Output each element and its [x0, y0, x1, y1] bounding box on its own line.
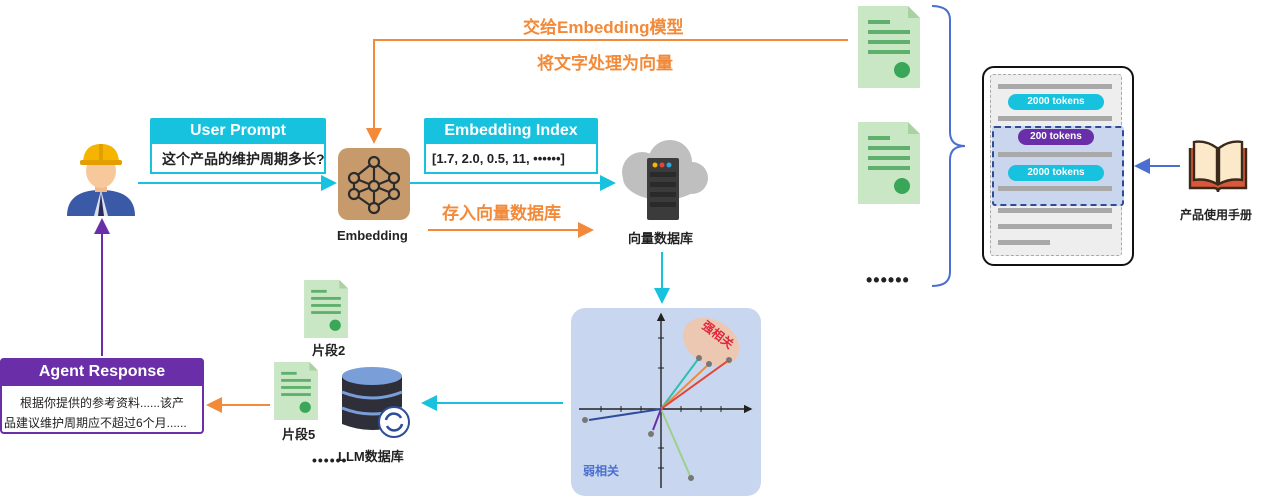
agent-response-line-1: 根据你提供的参考资料......该产: [20, 396, 185, 410]
vector-plot: [579, 312, 753, 488]
text-line: [998, 240, 1050, 245]
manual-label: 产品使用手册: [1180, 208, 1253, 222]
worker-icon: [67, 144, 135, 216]
chunk-pill-2: 200 tokens: [1018, 129, 1094, 145]
document-icon-1: [858, 6, 920, 88]
fragment-doc-icon-2: [274, 362, 318, 420]
user-prompt-title: User Prompt: [150, 118, 326, 144]
agent-response-title: Agent Response: [0, 358, 204, 386]
top-label-2: 将文字处理为向量: [537, 54, 673, 73]
agent-response-line-2: 品建议维护周期应不超过6个月......: [4, 416, 187, 430]
top-label-1: 交给Embedding模型: [523, 18, 684, 37]
vector-green: [660, 408, 692, 479]
embedding-index-title: Embedding Index: [424, 118, 598, 144]
text-line: [998, 152, 1112, 157]
cloud-server-icon: [622, 140, 708, 220]
vector-purple: [652, 408, 662, 431]
fragment-label-1: 片段2: [312, 343, 346, 358]
embedding-label: Embedding: [337, 228, 408, 243]
text-line: [998, 208, 1112, 213]
text-line: [998, 186, 1112, 191]
fragment-label-2: 片段5: [282, 427, 316, 442]
weak-correlation-label: 弱相关: [583, 464, 620, 478]
store-label: 存入向量数据库: [442, 204, 561, 223]
text-line: [998, 224, 1112, 229]
chunk-pill-3: 2000 tokens: [1008, 165, 1104, 181]
fragments-more: ••••••: [312, 452, 348, 468]
brace: [931, 5, 966, 287]
vector-teal: [660, 357, 700, 410]
embedding-network-icon: [338, 148, 410, 220]
document-icon-2: [858, 122, 920, 204]
chunk-pill-1: 2000 tokens: [1008, 94, 1104, 110]
text-line: [998, 84, 1112, 89]
vector-red: [660, 359, 730, 410]
book-icon: [1188, 140, 1248, 193]
embedding-index-text: [1.7, 2.0, 0.5, 11, ••••••]: [424, 144, 598, 174]
arrow-docs-to-embedding: [366, 39, 848, 144]
fragment-doc-icon-1: [304, 280, 348, 338]
documents-more: ••••••: [866, 270, 910, 290]
vector-blue: [588, 408, 662, 421]
text-line: [998, 116, 1112, 121]
llm-db-label: LLM数据库: [338, 449, 404, 464]
user-prompt-text: 这个产品的维护周期多长?: [150, 144, 326, 174]
llm-database-icon: [341, 367, 410, 438]
vector-db-label: 向量数据库: [628, 231, 694, 246]
vector-orange: [660, 363, 710, 410]
